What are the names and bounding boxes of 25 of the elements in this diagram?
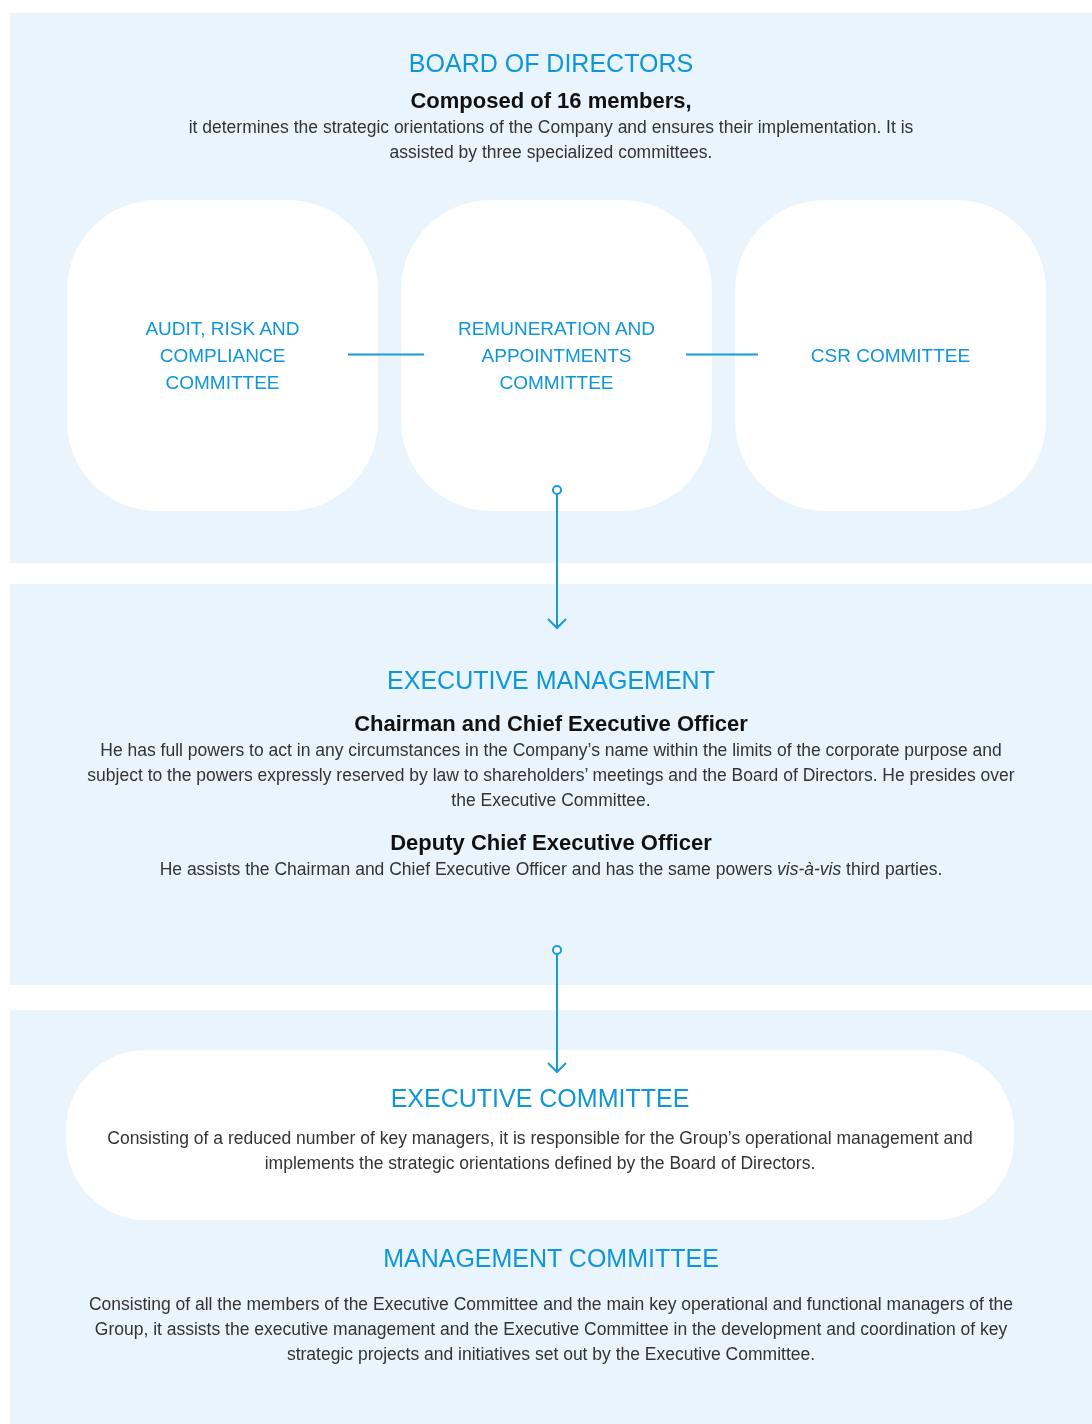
- section-heading: MANAGEMENT COMMITTEE: [382, 1243, 720, 1274]
- description-text: Consisting of all the members of the Executive Committee and the main key operational and functional managers of the Group, it assists the executive management and the Executive Committee in the development and coordination of key strategic projects and initiatives set out by the Executive Committee.: [87, 1293, 1015, 1366]
- role-title: Chairman and Chief Executive Officer: [353, 710, 749, 738]
- section-heading: BOARD OF DIRECTORS: [407, 48, 695, 79]
- section-heading: EXECUTIVE COMMITTEE: [389, 1083, 691, 1114]
- description-text: He has full powers to act in any circumstances in the Company’s name within the limits of the corporate purpose and subject to the powers expressly reserved by law to shareholders’ meetings and the Board of Directors. He presides over the Executive Committee.: [86, 739, 1016, 812]
- committee-name: AUDIT, RISK AND COMPLIANCE COMMITTEE: [144, 317, 301, 395]
- connector-line: [685, 353, 759, 356]
- committee-box: [735, 200, 1046, 511]
- description-text: Consisting of a reduced number of key managers, it is responsible for the Group’s operational management and implements the strategic orientations defined by the Board of Directors.: [106, 1127, 974, 1175]
- section-band: [10, 1010, 1092, 1424]
- role-title: Deputy Chief Executive Officer: [389, 829, 713, 857]
- arrow: [547, 485, 567, 629]
- committee-box: [67, 200, 378, 511]
- committee-name: CSR COMMITTEE: [810, 344, 971, 368]
- section-band: [10, 584, 1092, 985]
- connector-line: [347, 353, 425, 356]
- description-text: it determines the strategic orientations of the Company and ensures their implementation. It is assisted by three specialized committees.: [187, 116, 915, 164]
- description-text: He assists the Chairman and Chief Executive Officer and has the same powers vis-à-vis third parties.: [158, 858, 944, 881]
- committee-name: REMUNERATION AND APPOINTMENTS COMMITTEE: [456, 317, 657, 395]
- section-band: [10, 13, 1092, 563]
- committee-box: [401, 200, 712, 511]
- role-title: Composed of 16 members,: [409, 87, 693, 115]
- arrow: [547, 945, 567, 1073]
- section-heading: EXECUTIVE MANAGEMENT: [386, 665, 716, 696]
